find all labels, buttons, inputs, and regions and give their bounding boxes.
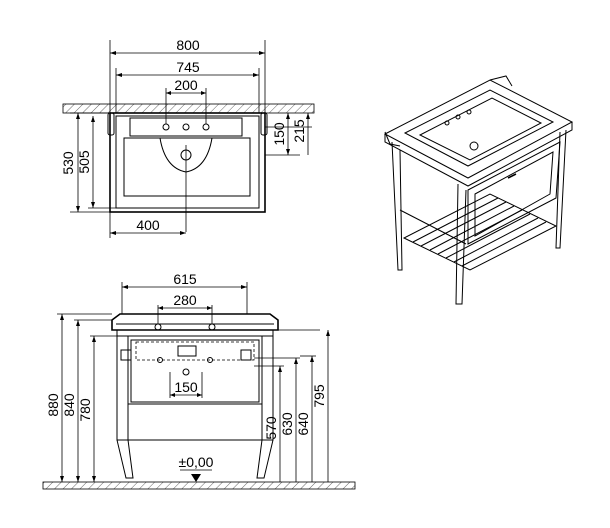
dim-tap-spacing: 200	[174, 77, 198, 93]
tap-hole-left	[162, 123, 170, 131]
dim-waste-height-1: 570	[263, 416, 279, 440]
isometric-view	[383, 75, 574, 305]
dim-waste-height-3: 640	[295, 412, 311, 436]
iso-drawer	[467, 141, 561, 245]
dim-total-height: 880	[45, 393, 61, 417]
tap-hole-right	[202, 123, 210, 131]
dim-tap-depth: 215	[291, 119, 307, 143]
dim-frame-height: 780	[77, 398, 93, 422]
tap-hole-center	[182, 123, 190, 131]
dim-depth-overall: 530	[60, 151, 76, 175]
dim-width-inner: 745	[176, 59, 200, 75]
iso-shelf	[402, 193, 558, 271]
dim-drain-offset: 400	[136, 217, 160, 233]
dim-waste-height-2: 630	[279, 412, 295, 436]
dim-tap-spacing-front: 280	[173, 292, 197, 308]
iso-drain-icon	[469, 141, 479, 151]
dim-depth-inner: 505	[76, 150, 92, 174]
dim-supply-height: 795	[311, 384, 327, 408]
front-drawer	[130, 339, 260, 403]
dim-width-overall: 800	[176, 37, 200, 53]
dim-basin-width: 615	[173, 271, 197, 287]
dim-rim-height: 840	[61, 393, 77, 417]
top-view: 800 745 200 400 530 505 150	[60, 37, 315, 238]
front-view: 615 280 150 880 840 780 570	[42, 271, 356, 490]
basin-outline	[109, 112, 266, 213]
dim-drain-depth: 150	[271, 122, 287, 146]
wall-hatch	[62, 103, 315, 114]
iso-leg-back-right	[555, 129, 567, 249]
front-basin	[111, 313, 279, 331]
floor-level-label: ±0,00	[179, 454, 214, 470]
floor-hatch	[42, 481, 356, 490]
dim-drain-spacing: 150	[174, 379, 198, 395]
bowl-outline	[123, 137, 251, 197]
iso-leg-front-left	[391, 141, 403, 271]
